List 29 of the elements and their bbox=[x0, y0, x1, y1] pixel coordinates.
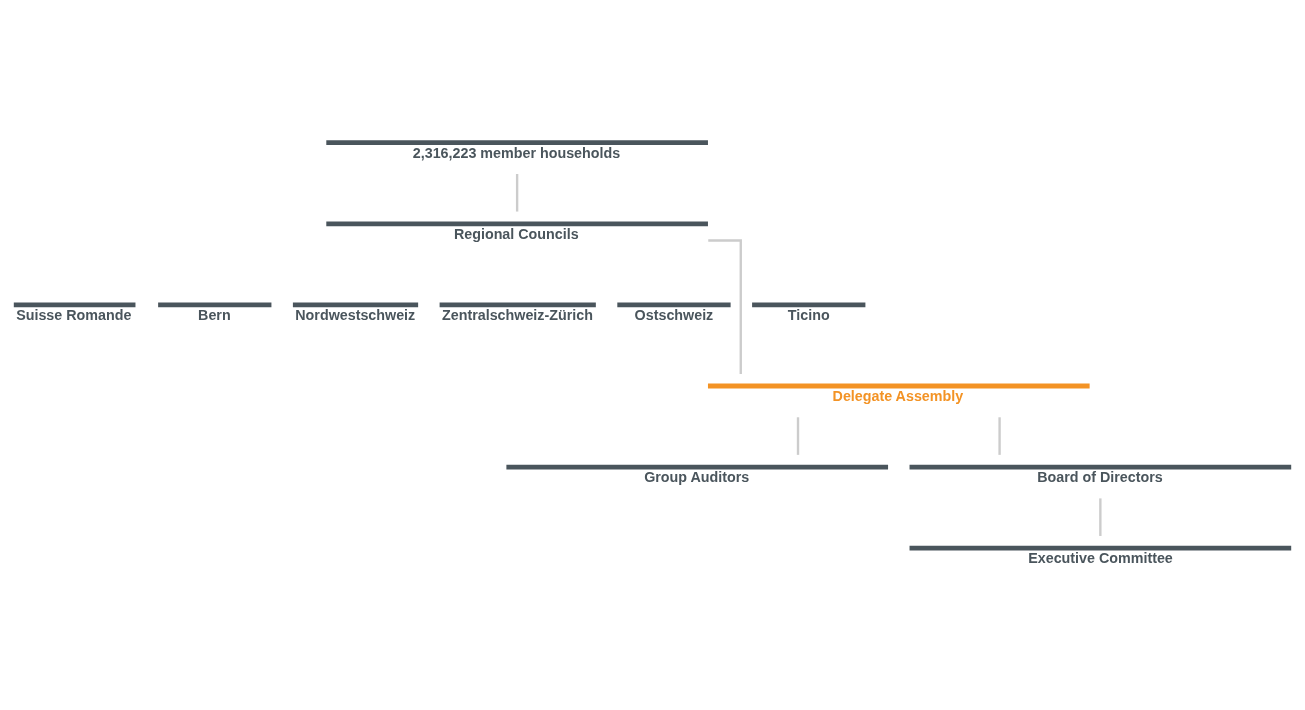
node-label: Bern bbox=[198, 306, 231, 323]
node-box bbox=[439, 302, 596, 308]
node-label: Ostschweiz bbox=[634, 306, 714, 323]
node-label: Board of Directors bbox=[1037, 469, 1163, 486]
node-label: Ticino bbox=[787, 306, 830, 323]
connector bbox=[515, 173, 519, 212]
node-box bbox=[158, 302, 272, 308]
node-box bbox=[326, 221, 708, 227]
node-label: 2,316,223 member households bbox=[412, 144, 621, 161]
node-box bbox=[292, 302, 419, 308]
node-box bbox=[707, 383, 1090, 389]
connector bbox=[998, 417, 1001, 455]
node-box bbox=[13, 302, 136, 308]
node-box bbox=[909, 545, 1292, 551]
node-label: Group Auditors bbox=[644, 469, 750, 486]
node-label: Nordwestschweiz bbox=[295, 306, 416, 323]
node-box bbox=[752, 302, 866, 308]
connector bbox=[708, 239, 742, 374]
node-box bbox=[326, 140, 708, 146]
node-label: Regional Councils bbox=[453, 225, 579, 242]
connector bbox=[796, 417, 800, 455]
node-label: Executive Committee bbox=[1028, 550, 1173, 567]
node-label: Zentralschweiz-Zürich bbox=[441, 306, 593, 323]
node-label: Delegate Assembly bbox=[832, 388, 964, 405]
node-box bbox=[506, 464, 889, 470]
node-box bbox=[909, 464, 1292, 470]
connector bbox=[1099, 498, 1102, 536]
node-label: Suisse Romande bbox=[16, 306, 132, 323]
node-box bbox=[617, 302, 731, 308]
